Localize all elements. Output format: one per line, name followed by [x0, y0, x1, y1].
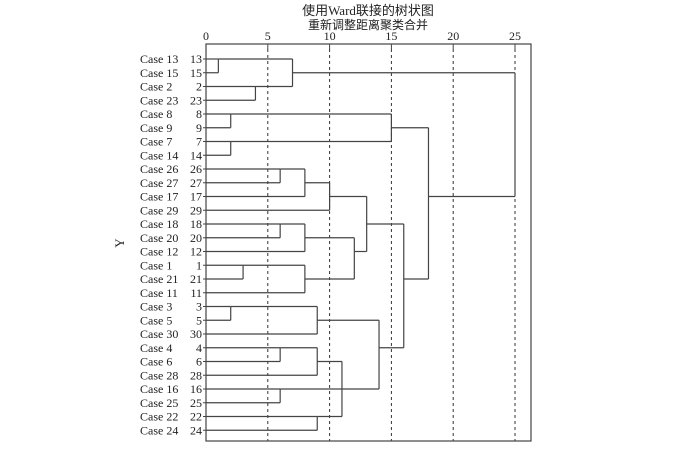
case-label: Case 23 — [140, 93, 178, 107]
case-number: 9 — [196, 121, 202, 135]
x-tick-label: 15 — [385, 29, 397, 43]
case-label: Case 7 — [140, 135, 172, 149]
case-number: 26 — [190, 162, 202, 176]
case-label: Case 21 — [140, 272, 178, 286]
dendrogram-branches — [206, 58, 516, 431]
case-label: Case 29 — [140, 203, 178, 217]
case-number: 1 — [196, 258, 202, 272]
case-label: Case 22 — [140, 410, 178, 424]
plot-frame — [205, 43, 532, 442]
x-tick-label: 0 — [203, 29, 209, 43]
case-label: Case 20 — [140, 231, 178, 245]
case-label: Case 18 — [140, 217, 178, 231]
case-label: Case 16 — [140, 382, 178, 396]
case-label: Case 12 — [140, 245, 178, 259]
case-label: Case 4 — [140, 341, 172, 355]
case-label: Case 26 — [140, 162, 178, 176]
case-number: 29 — [190, 203, 202, 217]
case-number: 25 — [190, 396, 202, 410]
case-number: 24 — [190, 423, 202, 437]
case-number: 12 — [190, 245, 202, 259]
case-number: 21 — [190, 272, 202, 286]
case-label: Case 5 — [140, 313, 172, 327]
case-number: 5 — [196, 313, 202, 327]
case-label: Case 17 — [140, 190, 178, 204]
case-label: Case 27 — [140, 176, 178, 190]
case-number: 16 — [190, 382, 202, 396]
case-label: Case 25 — [140, 396, 178, 410]
case-number: 30 — [190, 327, 202, 341]
x-axis-title: 重新调整距离聚类合并 — [308, 17, 428, 32]
x-tick-label: 10 — [324, 29, 336, 43]
case-number: 8 — [196, 107, 202, 121]
case-number: 13 — [190, 52, 202, 66]
case-label: Case 14 — [140, 148, 178, 162]
x-tick-label: 20 — [447, 29, 459, 43]
case-label: Case 2 — [140, 80, 172, 94]
case-number: 2 — [196, 80, 202, 94]
case-label: Case 6 — [140, 355, 172, 369]
case-number: 11 — [190, 286, 202, 300]
case-label: Case 24 — [140, 423, 178, 437]
case-number: 18 — [190, 217, 202, 231]
case-label: Case 28 — [140, 368, 178, 382]
case-number: 14 — [190, 148, 202, 162]
case-number: 17 — [190, 190, 202, 204]
case-label: Case 9 — [140, 121, 172, 135]
case-number: 6 — [196, 355, 202, 369]
case-label: Case 1 — [140, 258, 172, 272]
case-number: 4 — [196, 341, 202, 355]
case-number: 3 — [196, 300, 202, 314]
case-number: 28 — [190, 368, 202, 382]
x-tick-label: 5 — [265, 29, 271, 43]
case-label: Case 15 — [140, 66, 178, 80]
x-axis-ticks: 0 5 10 15 20 25 — [203, 29, 521, 49]
case-number: 23 — [190, 93, 202, 107]
case-number: 22 — [190, 410, 202, 424]
case-number: 20 — [190, 231, 202, 245]
case-label: Case 3 — [140, 300, 172, 314]
x-tick-label: 25 — [509, 29, 521, 43]
case-number: 7 — [196, 135, 202, 149]
y-axis-label: Y — [112, 238, 127, 248]
case-label: Case 30 — [140, 327, 178, 341]
case-label: Case 13 — [140, 52, 178, 66]
case-number: 15 — [190, 66, 202, 80]
case-label: Case 8 — [140, 107, 172, 121]
chart-title: 使用Ward联接的树状图 — [302, 3, 434, 18]
case-number: 27 — [190, 176, 202, 190]
case-label: Case 11 — [140, 286, 178, 300]
